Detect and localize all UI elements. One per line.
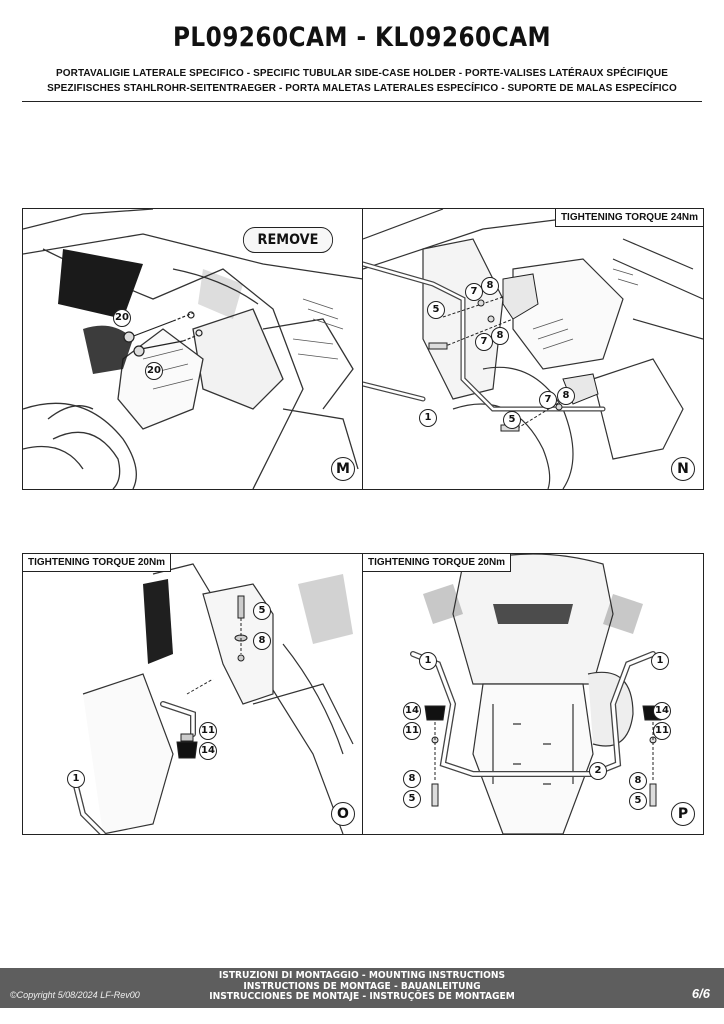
header-divider [22, 101, 702, 102]
callout-8-right: 8 [629, 772, 647, 790]
callout-11-left: 11 [403, 722, 421, 740]
step-letter-p: P [671, 802, 695, 826]
callout-20-lower: 20 [145, 362, 163, 380]
footer-line-2: INSTRUCTIONS DE MONTAGE - BAUANLEITUNG [243, 980, 481, 992]
panel-m-illustration [23, 209, 363, 489]
callout-8: 8 [253, 632, 271, 650]
callout-11: 11 [199, 722, 217, 740]
step-letter-m: M [331, 457, 355, 481]
callout-8-low: 8 [557, 387, 575, 405]
panel-o-mounting: TIGHTENING TORQUE 20Nm 5 8 11 14 1 O [22, 553, 364, 835]
callout-5-right: 5 [629, 792, 647, 810]
callout-7-top: 7 [465, 283, 483, 301]
callout-7-low: 7 [539, 391, 557, 409]
torque-label-p: TIGHTENING TORQUE 20Nm [363, 554, 512, 572]
panel-m-remove: REMOVE 20 20 M [22, 208, 364, 490]
page-number: 6/6 [691, 986, 710, 1001]
panel-n-illustration [363, 209, 703, 489]
callout-14: 14 [199, 742, 217, 760]
subtitle-line-2: SPEZIFISCHES STAHLROHR-SEITENTRAEGER - P… [47, 83, 677, 94]
callout-11-right: 11 [653, 722, 671, 740]
callout-5-low: 5 [503, 411, 521, 429]
callout-8-mid: 8 [491, 327, 509, 345]
callout-1: 1 [419, 409, 437, 427]
document-title: PL09260CAM - KL09260CAM [172, 22, 552, 53]
callout-8-top: 8 [481, 277, 499, 295]
callout-5-left: 5 [403, 790, 421, 808]
panel-p-illustration [410, 554, 664, 834]
torque-label-o: TIGHTENING TORQUE 20Nm [23, 554, 172, 572]
panel-o-illustration [70, 563, 354, 834]
step-letter-o: O [331, 802, 355, 826]
callout-14-left: 14 [403, 702, 421, 720]
panel-p-mounting: TIGHTENING TORQUE 20Nm 1 1 14 11 14 11 8… [362, 553, 704, 835]
callout-20-upper: 20 [113, 309, 131, 327]
callout-14-right: 14 [653, 702, 671, 720]
footer-line-1: ISTRUZIONI DI MONTAGGIO - MOUNTING INSTR… [218, 970, 506, 981]
footer-bar: ISTRUZIONI DI MONTAGGIO - MOUNTING INSTR… [0, 968, 724, 1008]
torque-label-n: TIGHTENING TORQUE 24Nm [554, 209, 703, 227]
callout-1: 1 [67, 770, 85, 788]
callout-8-left: 8 [403, 770, 421, 788]
callout-5: 5 [253, 602, 271, 620]
callout-1-left: 1 [419, 652, 437, 670]
remove-label: REMOVE [242, 227, 334, 253]
footer-instructions: ISTRUZIONI DI MONTAGGIO - MOUNTING INSTR… [14, 968, 709, 1003]
step-letter-n: N [671, 457, 695, 481]
copyright-text: ©Copyright 5/08/2024 LF-Rev00 [10, 990, 140, 1000]
subtitle-line-1: PORTAVALIGIE LATERALE SPECIFICO - SPECIF… [56, 68, 668, 79]
callout-2: 2 [589, 762, 607, 780]
callout-5-top: 5 [427, 301, 445, 319]
panel-n-mounting: TIGHTENING TORQUE 24Nm 8 7 5 7 8 7 8 5 1… [362, 208, 704, 490]
footer-line-3: INSTRUCCIONES DE MONTAJE - INSTRUÇÕES DE… [209, 991, 515, 1002]
callout-1-right: 1 [651, 652, 669, 670]
